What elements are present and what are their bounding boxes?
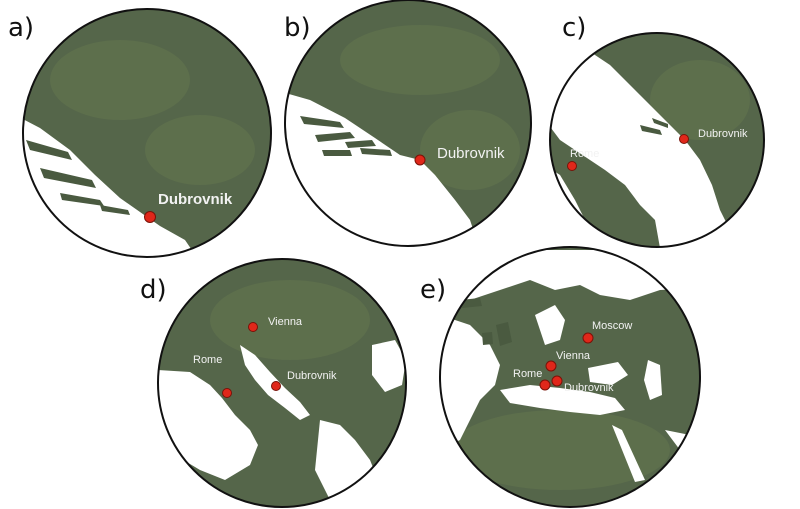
city-label-moscow: Moscow	[592, 320, 632, 332]
adriatic-sea	[285, 92, 480, 246]
city-label-dubrovnik: Dubrovnik	[564, 382, 614, 394]
city-label-dubrovnik: Dubrovnik	[437, 145, 505, 162]
globe-rim	[549, 32, 765, 248]
city-marker-dubrovnik	[414, 154, 426, 166]
panel-d: d) Vienna Rome Dubrovnik	[140, 258, 407, 508]
city-label-dubrovnik: Dubrovnik	[158, 191, 233, 208]
panel-label-a: a)	[8, 13, 34, 43]
panel-label-d: d)	[140, 275, 167, 305]
city-marker-dubrovnik	[679, 134, 689, 144]
city-label-vienna: Vienna	[268, 316, 303, 328]
arctic-ocean	[440, 250, 700, 315]
tyrrhenian-sea	[158, 370, 258, 480]
city-label-rome: Rome	[513, 368, 542, 380]
map-d	[158, 259, 406, 507]
panel-label-c: c)	[562, 13, 586, 43]
panel-e: e) Moscow Vienna Rome Dubrovnik	[420, 246, 701, 508]
panel-label-e: e)	[420, 275, 446, 305]
city-marker-vienna	[248, 322, 258, 332]
globe-rim	[22, 8, 272, 258]
map-e	[440, 247, 700, 507]
map-b	[285, 0, 531, 246]
panel-label-b: b)	[284, 13, 311, 43]
city-label-rome: Rome	[193, 354, 222, 366]
black-sea	[372, 340, 406, 392]
city-marker-rome	[222, 388, 232, 398]
mediterranean-sea	[500, 385, 625, 415]
city-marker-moscow	[582, 332, 594, 344]
city-label-dubrovnik: Dubrovnik	[698, 128, 748, 140]
atlantic-ocean	[440, 315, 500, 450]
city-marker-vienna	[545, 360, 557, 372]
map-c	[550, 33, 764, 247]
panel-b: b) Dubrovnik	[284, 0, 532, 247]
black-sea	[588, 362, 628, 385]
globe-rim	[157, 258, 407, 508]
panel-a: a) Dubrovnik	[8, 8, 272, 258]
map-a	[23, 9, 271, 257]
city-label-dubrovnik: Dubrovnik	[287, 370, 337, 382]
city-marker-dubrovnik	[551, 375, 563, 387]
baltic-sea	[535, 305, 565, 345]
globe-rim	[439, 246, 701, 508]
red-sea	[612, 425, 645, 482]
city-marker-dubrovnik	[144, 211, 156, 223]
city-marker-rome	[567, 161, 577, 171]
city-label-rome: Rome	[570, 148, 599, 160]
globe-rim	[284, 0, 532, 247]
caspian-sea	[644, 360, 662, 400]
city-marker-dubrovnik	[271, 381, 281, 391]
panel-c: c) Dubrovnik Rome	[549, 13, 765, 248]
adriatic-sea	[550, 45, 735, 247]
city-marker-rome	[539, 379, 551, 391]
city-label-vienna: Vienna	[556, 350, 591, 362]
